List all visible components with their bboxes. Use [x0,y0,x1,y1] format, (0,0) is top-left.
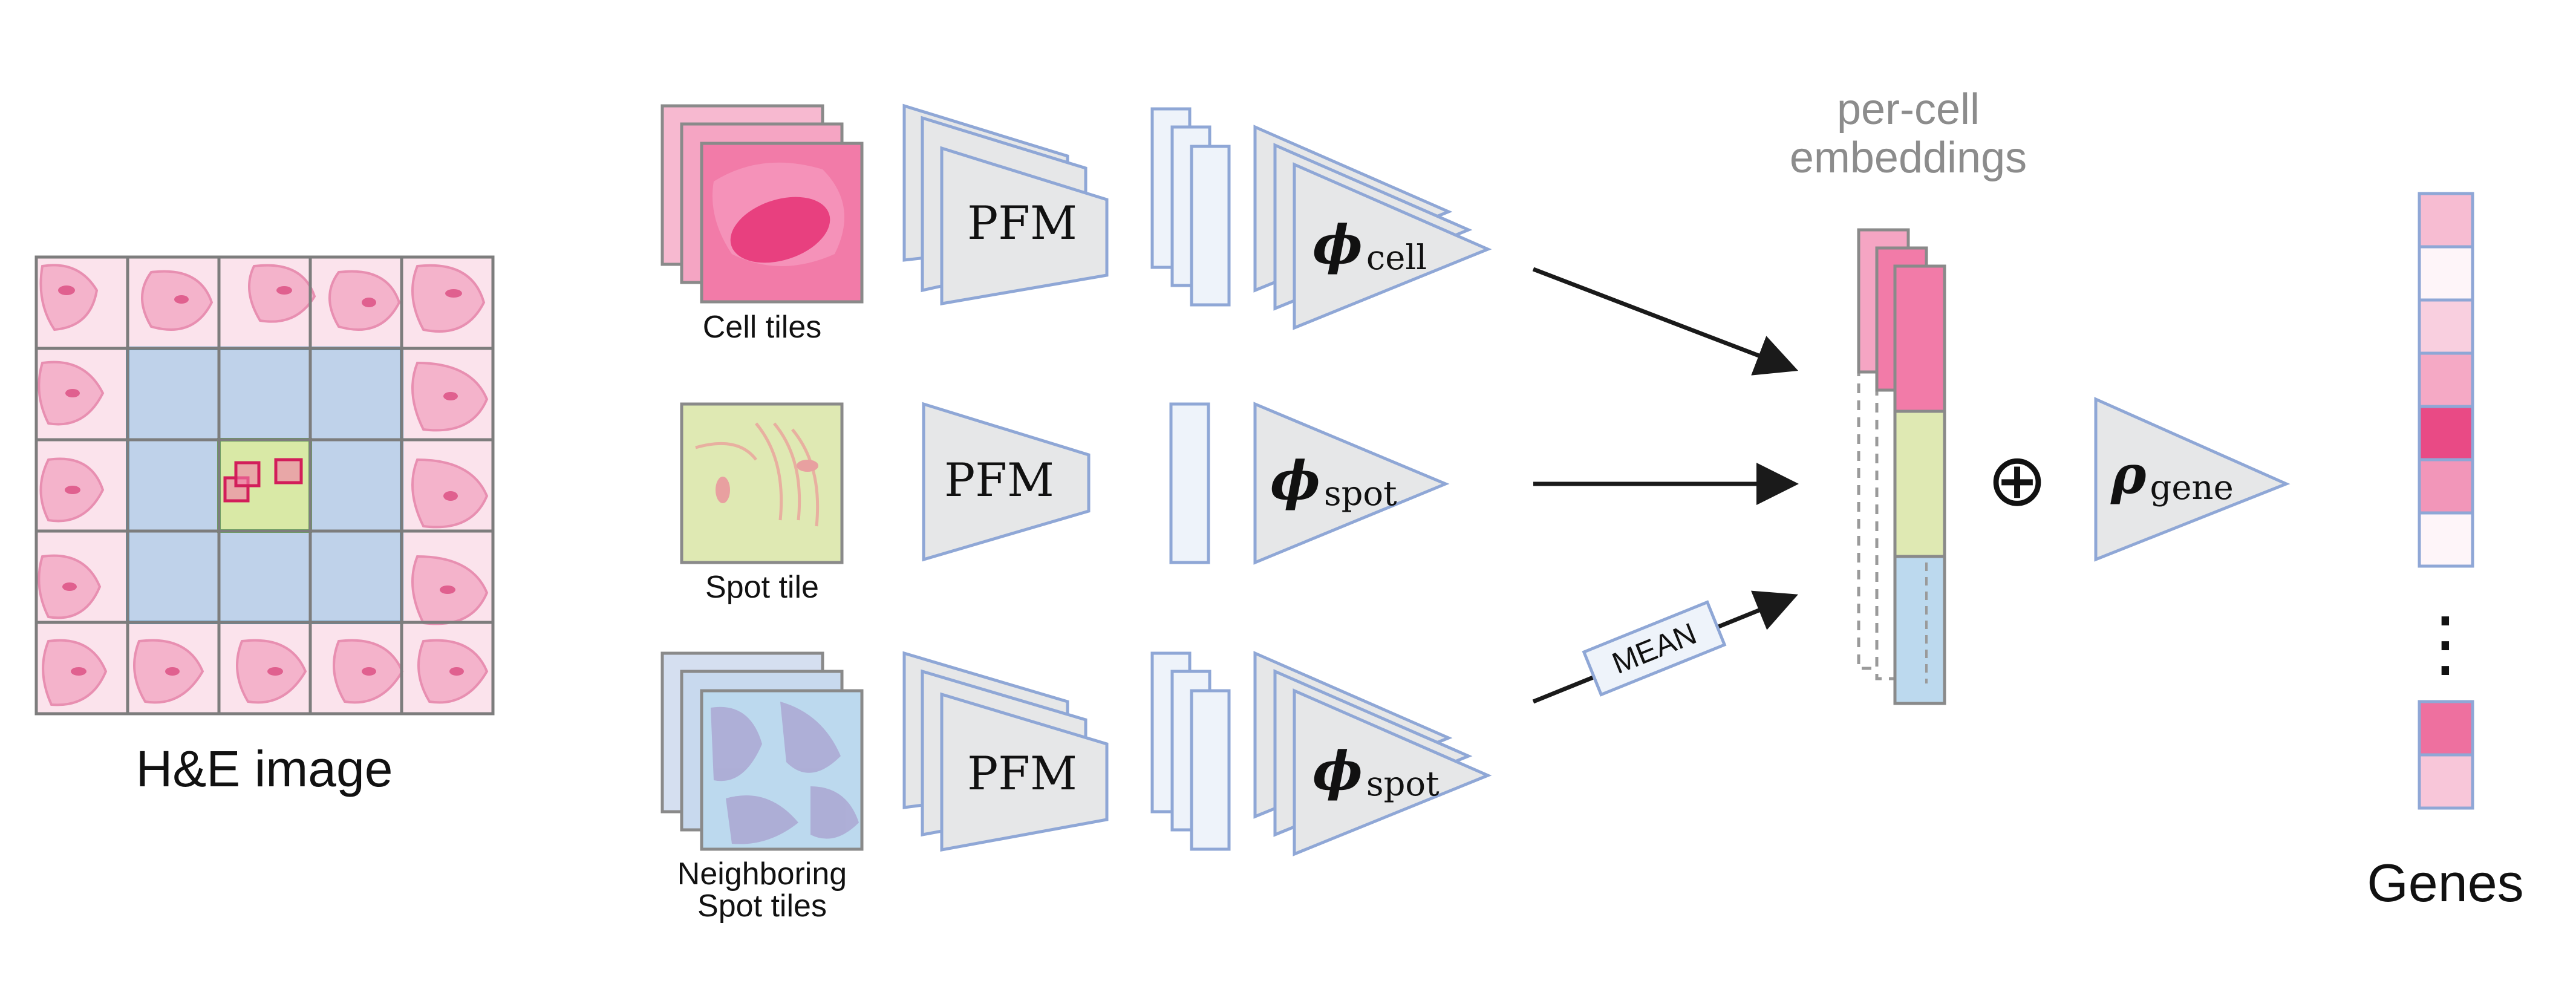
spot-encoder-label: PFM [944,453,1054,507]
cell-boxes [223,458,303,503]
embedding-neighbor-segment [1893,555,1946,705]
gene-vector [2418,192,2474,810]
cell-encoder-stack [902,103,1109,305]
embedding-spot-segment [1893,409,1946,558]
neighbor-tiles [660,651,864,851]
gene-cell [2418,753,2474,810]
neighbor-tiles-label-line1: Neighboring [677,856,847,892]
he-grid [34,255,495,716]
cell-tiles [660,104,864,304]
genes-ellipsis: ⋮ [2409,603,2482,684]
neighbor-encoder-stack [902,651,1109,852]
neighbor-features [1150,651,1231,851]
he-image-label: H&E image [136,740,393,797]
gene-head [2094,397,2291,562]
embeddings: per-cell embeddings [1790,85,2027,705]
nuclei-texture [58,285,464,676]
cell-tiles-label: Cell tiles [703,310,822,345]
embeddings-label-line2: embeddings [1790,134,2027,182]
cell-encoder-label: PFM [967,196,1077,250]
embedding-vector [1893,264,1946,705]
spot-encoder [922,402,1091,562]
gene-cell [2418,351,2474,408]
mean-pool-badge: MEAN [1582,600,1727,697]
neighbor-tiles-label-line2: Spot tiles [697,889,827,924]
gene-cell [2418,405,2474,461]
gene-cell [2418,700,2474,757]
neighbor-encoder-label: PFM [967,746,1077,800]
spot-tile-label: Spot tile [705,570,819,605]
gene-cell [2418,245,2474,302]
gene-cell [2418,511,2474,568]
spot-feature [1169,402,1210,564]
spot-head [1253,402,1450,565]
spot-tile [680,402,844,564]
neighbor-head-stack [1253,651,1492,856]
he-image: H&E image [34,255,495,797]
cell-features [1150,107,1231,307]
gene-cell [2418,192,2474,249]
cell-arrow [1532,267,1799,376]
gene-cell [2418,298,2474,355]
embedding-cell-segment [1893,264,1946,413]
genes-label: Genes [2367,853,2523,913]
gene-cell [2418,458,2474,515]
cell-head-stack [1253,125,1492,330]
concat-symbol: ⊕ [1987,440,2048,521]
embeddings-label-line1: per-cell [1837,85,1980,134]
